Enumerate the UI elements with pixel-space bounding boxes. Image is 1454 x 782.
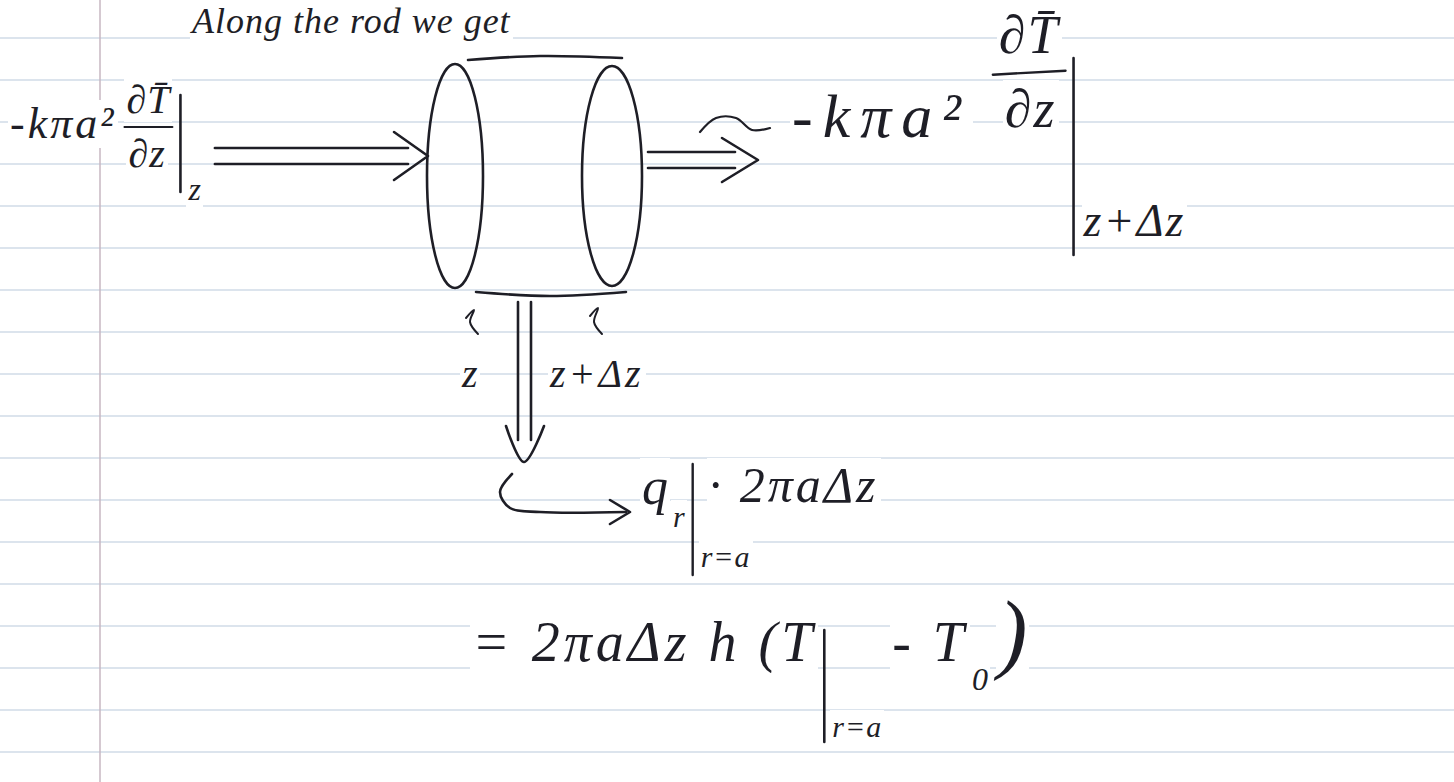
ruled-line [0, 289, 1454, 290]
position-tick [590, 308, 602, 334]
cylinder-face [582, 66, 642, 286]
bracket: ) [996, 585, 1029, 682]
numerator: ∂T̄ [997, 6, 1062, 65]
leader-squiggle [700, 116, 770, 132]
cylinder-edge [468, 56, 622, 60]
arrowhead [506, 426, 544, 462]
ruled-line [0, 163, 1454, 164]
denominator: ∂z [1003, 80, 1059, 139]
arrowhead [722, 138, 758, 182]
ruled-line [0, 583, 1454, 584]
heat-loss-arrow [530, 302, 533, 440]
heat-loss-arrow [517, 302, 520, 440]
fraction-bar [124, 126, 172, 128]
heat-flux-arrow [215, 147, 408, 150]
evaluation-point: z+Δz [1082, 196, 1188, 247]
equation-term: - T [890, 612, 970, 674]
ruled-line [0, 247, 1454, 248]
denominator: ∂z [126, 132, 167, 176]
equation-term: = 2πaΔz h (T [470, 612, 818, 674]
arrowhead [394, 132, 428, 180]
numerator: ∂T̄ [124, 78, 172, 122]
evaluation-point: r=a [699, 540, 753, 573]
ruled-line [0, 709, 1454, 710]
leader-arrow [500, 474, 626, 513]
position-tick [466, 310, 478, 334]
evaluation-bar [179, 95, 182, 192]
ruled-line [0, 751, 1454, 752]
ruled-line [0, 415, 1454, 416]
coefficient: -kπa² [790, 82, 973, 150]
subscript: 0 [970, 662, 990, 697]
ruled-line [0, 205, 1454, 206]
evaluation-point: r=a [830, 710, 884, 743]
evaluation-point: z [186, 172, 202, 207]
arrowhead [610, 500, 630, 524]
evaluation-bar [691, 464, 693, 575]
ruled-line [0, 373, 1454, 374]
fraction-bar [993, 71, 1066, 75]
heat-flux-arrow [648, 151, 735, 154]
heading-note: Along the rod we get [190, 2, 513, 42]
flux-symbol: q [640, 458, 670, 515]
coefficient: -kπa² [8, 100, 118, 148]
ruled-line [0, 331, 1454, 332]
heat-flux-arrow [215, 163, 408, 166]
ruled-line [0, 79, 1454, 80]
subscript: r [671, 500, 687, 533]
axis-position: z [460, 352, 480, 396]
axis-position: z+Δz [548, 352, 646, 396]
cylinder-edge [476, 292, 626, 296]
ruled-line [0, 121, 1454, 122]
heat-flux-arrow [648, 167, 735, 170]
area-term: · 2πaΔz [707, 458, 881, 513]
cylinder-face [427, 64, 483, 288]
evaluation-bar [1072, 58, 1075, 255]
evaluation-bar [823, 630, 826, 742]
